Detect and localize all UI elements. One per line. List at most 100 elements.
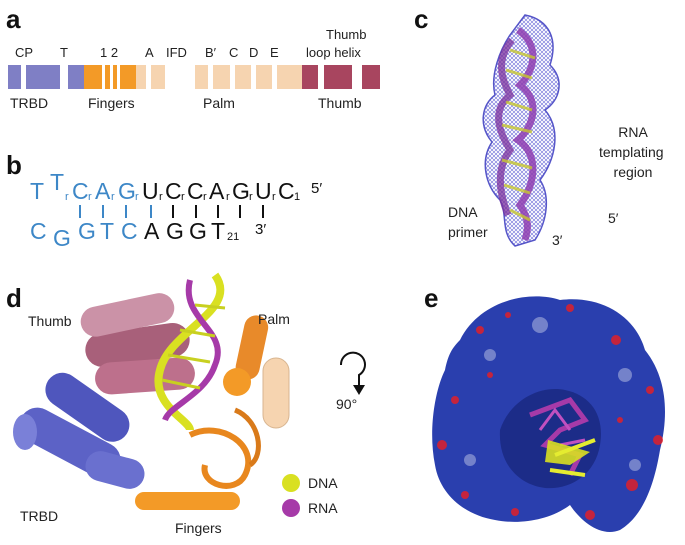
motif-b-label: B′ [205,45,217,60]
thumb-helix-stripe [352,65,362,89]
panel-d-label: d [6,283,22,313]
dna-base-7: G [166,218,184,244]
rna-sub-3: r [88,191,92,203]
panel-a-label: a [6,4,21,34]
thumb-loop-stripe [318,65,324,89]
motif-c-label: C [229,45,239,60]
dna-base-9: T [211,218,226,244]
motif-2b-stripe [117,65,120,89]
rna-base-3: C [72,178,89,204]
cartoon-structure [13,272,290,510]
d-fingers-label: Fingers [175,520,222,536]
duplex [154,272,226,432]
negative-patches [437,304,663,520]
rna-sub-9: r [226,191,230,203]
t-label: T [60,45,68,60]
dna-base-1: C [30,218,47,244]
ifd-label: IFD [166,45,187,60]
motif-b-stripe [208,65,213,89]
dna-backbone [495,37,515,217]
t-motif-stripe [60,65,68,89]
thumb-label: Thumb [318,95,362,111]
palm-label: Palm [203,95,235,111]
d-thumb-label: Thumb [28,313,72,329]
rna-sub-4: r [111,191,115,203]
c-5prime-label: 5′ [608,210,619,226]
dna-primer-line-1: DNA [448,204,478,220]
d-palm-label: Palm [258,311,290,327]
density-map [482,14,560,247]
rna-sub-5: r [135,191,139,203]
dna-base-3: G [78,218,96,244]
rotation-label: 90° [336,396,358,412]
rotation-arrow-icon [339,351,366,395]
motif-a-label: A [145,45,154,60]
trbd-domain [13,372,145,489]
panel-e-label: e [424,283,439,313]
rna-base-7: C [165,178,182,204]
rna-base-8: C [187,178,204,204]
rna-base-12: C [278,178,295,204]
rna-templating-label: RNA templating region [599,122,664,182]
rna-sub-7: r [181,191,185,203]
panel-c-label: c [414,4,429,34]
rna-sub-8: r [203,191,207,203]
rna-base-10: G [232,178,250,204]
bound-nucleic-acid [529,397,596,477]
rna-sub-10: r [249,191,253,203]
rna-base-6: U [142,178,159,204]
base-rungs [501,48,536,222]
dna-base-6: A [144,218,160,244]
surface-highlights [464,317,641,471]
fingers-motif-label: 1 2 [100,45,119,60]
panel-b-label: b [6,150,22,180]
rna-sub-2: r [65,191,69,203]
motif-2a-stripe [110,65,113,89]
rna-templating-line-3: region [613,164,653,180]
d-trbd-label: TRBD [20,508,59,524]
motif-a-stripe [146,65,151,89]
trbd-segment [8,65,84,89]
c-3prime-label: 3′ [552,232,563,248]
rna-templating-line-2: templating [599,144,664,160]
dna-primer-label: DNA primer [448,202,488,242]
rna-sub-11: r [272,191,276,203]
cp-label: CP [15,45,34,60]
rna-base-2: T [50,169,65,195]
palm-domain [223,315,290,429]
thumb-top-label: Thumb [326,27,367,42]
rna-base-9: A [209,178,225,204]
fingers-domain [135,407,261,510]
rna-base-4: A [95,178,111,204]
motif-c-stripe [230,65,235,89]
dna-sub-21: 21 [227,231,240,243]
dna-base-8: G [189,218,207,244]
rna-sub-12: 1 [294,191,301,203]
rna-legend-swatch [282,499,300,517]
loop-helix-label: loop helix [306,45,361,60]
trbd-label: TRBD [10,95,49,111]
rna-base-11: U [255,178,272,204]
motif-e-stripe [272,65,277,89]
rna-5prime-label: 5′ [311,180,323,197]
rna-base-5: G [118,178,136,204]
dna-3prime-label: 3′ [255,221,267,238]
rna-templating-line-1: RNA [618,124,648,140]
dna-base-2: G [53,225,71,251]
rna-sub-6: r [159,191,163,203]
rna-base-1: T [30,178,45,204]
motif-1-stripe [102,65,105,89]
base-pair-ticks [79,205,264,218]
electrostatic-surface [432,296,665,532]
ifd-stripe [165,65,195,89]
motif-e-label: E [270,45,279,60]
dna-legend-swatch [282,474,300,492]
rna-backbone [512,27,537,242]
dna-primer-line-2: primer [448,224,488,240]
dna-legend-label: DNA [308,475,338,491]
dna-base-5: C [121,218,138,244]
fingers-label: Fingers [88,95,135,111]
rna-legend-label: RNA [308,500,338,516]
cp-motif-stripe [21,65,26,89]
motif-d-label: D [249,45,259,60]
